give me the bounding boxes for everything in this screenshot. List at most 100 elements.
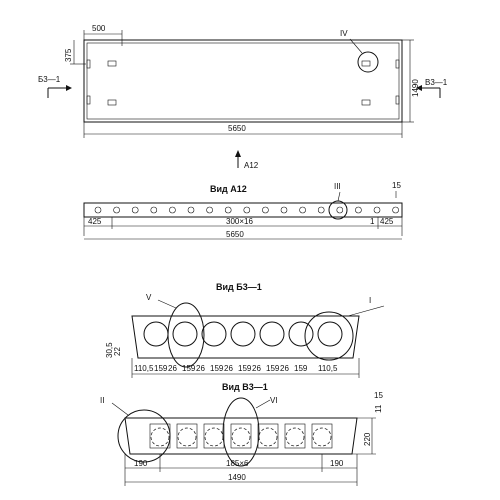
plan-view: 500 375 IV 1490 Б3—1 В3—1 — [38, 24, 448, 138]
dim-label: 26 — [252, 364, 261, 373]
dim-15-v3: 15 — [374, 391, 383, 400]
view-v3-1: Вид В3—1 II VI 15 11 220 190 185×6 190 1… — [100, 382, 383, 486]
dim-190-left: 190 — [134, 459, 148, 468]
slab-outline — [83, 39, 403, 123]
view-arrow-a12 — [235, 150, 241, 157]
dim-1490-v3: 1490 — [228, 473, 246, 482]
dim-5650: 5650 — [228, 124, 246, 133]
slab-section — [131, 315, 360, 359]
core-hole — [113, 206, 120, 214]
slab-inner-outline — [86, 42, 400, 120]
core-circle — [259, 321, 285, 347]
dim-label: 26 — [196, 364, 205, 373]
cut-label-b3: Б3—1 — [38, 75, 61, 84]
core-hole — [150, 206, 158, 214]
core-circle — [288, 321, 314, 347]
dim-label: 26 — [280, 364, 289, 373]
detail-callout-iv — [357, 51, 379, 73]
detail-callout-ii — [117, 409, 171, 463]
core-cavity — [312, 427, 332, 447]
dim-300x16: 300×16 — [226, 217, 253, 226]
core-hole — [169, 206, 176, 214]
dim-label: 110,5 — [134, 364, 154, 373]
core-hole — [262, 206, 269, 214]
core-hole — [299, 206, 306, 214]
core-holes — [94, 206, 399, 214]
mark-iii: III — [334, 182, 341, 191]
mark-vi: VI — [270, 396, 278, 405]
core-circle — [172, 321, 198, 347]
dim-185x6: 185×6 — [226, 459, 249, 468]
core-circle — [143, 321, 169, 347]
title-view-b3: Вид Б3—1 — [216, 282, 262, 292]
core-hole — [131, 206, 139, 214]
dim-label: 26 — [224, 364, 233, 373]
dim-375: 375 — [64, 48, 73, 62]
slab-edge — [83, 202, 403, 218]
lifting-loop — [361, 60, 371, 67]
core-cell — [230, 423, 252, 449]
dim-label: 159 — [266, 364, 280, 373]
core-cell — [311, 423, 333, 449]
core-circle — [201, 321, 227, 347]
core-circle — [317, 321, 343, 347]
detail-callout-i — [304, 311, 354, 361]
mark-i: I — [369, 296, 371, 305]
core-cavity — [150, 427, 170, 447]
mark-ii: II — [100, 396, 104, 405]
dim-label: 159 — [210, 364, 224, 373]
dim-label: 159 — [294, 364, 308, 373]
dim-220: 220 — [363, 432, 372, 446]
slab-section — [124, 417, 358, 455]
arrow-label-a12: А12 — [244, 161, 259, 170]
cut-label-v3: В3—1 — [425, 78, 448, 87]
dim-label: 159 — [182, 364, 196, 373]
view-a12: А12 Вид А12 15 III 425 300×16 1 425 5650 — [83, 150, 403, 240]
core-hole — [224, 206, 232, 214]
detail-callout-iii — [328, 200, 348, 220]
title-view-a12: Вид А12 — [210, 184, 247, 194]
dim-label: 26 — [168, 364, 177, 373]
core-hole — [243, 206, 251, 214]
detail-callout-v — [167, 302, 205, 368]
core-cell — [176, 423, 198, 449]
detail-callout-vi — [222, 397, 260, 467]
dim-500: 500 — [92, 24, 106, 33]
core-cell — [284, 423, 306, 449]
core-hole — [336, 206, 344, 214]
core-hole — [317, 206, 325, 214]
core-circles — [143, 321, 343, 347]
mark-v: V — [146, 293, 152, 302]
dim-190-right: 190 — [330, 459, 344, 468]
dim-425-right: 425 — [380, 217, 394, 226]
dim-425-left: 425 — [88, 217, 102, 226]
core-hole — [206, 206, 213, 214]
dim-1490: 1490 — [411, 79, 420, 97]
side-dim-22: 22 — [113, 347, 122, 356]
core-circle — [230, 321, 256, 347]
dim-label: 159 — [238, 364, 252, 373]
dim-5650-a12: 5650 — [226, 230, 244, 239]
lifting-loop — [107, 60, 117, 67]
core-hole — [392, 206, 399, 214]
core-cavity — [285, 427, 305, 447]
core-cavities — [149, 423, 333, 449]
core-cavity — [258, 427, 278, 447]
core-hole — [187, 206, 195, 214]
dim-label: 110,5 — [318, 364, 338, 373]
core-hole — [355, 206, 362, 214]
core-cavity — [177, 427, 197, 447]
side-dim-30-5: 30,5 — [105, 342, 114, 358]
core-cell — [257, 423, 279, 449]
core-cavity — [231, 427, 251, 447]
title-view-v3: Вид В3—1 — [222, 382, 268, 392]
dim-label: 159 — [154, 364, 168, 373]
core-cell — [203, 423, 225, 449]
core-cavity — [204, 427, 224, 447]
dim-15-a12: 15 — [392, 181, 401, 190]
core-hole — [94, 206, 102, 214]
